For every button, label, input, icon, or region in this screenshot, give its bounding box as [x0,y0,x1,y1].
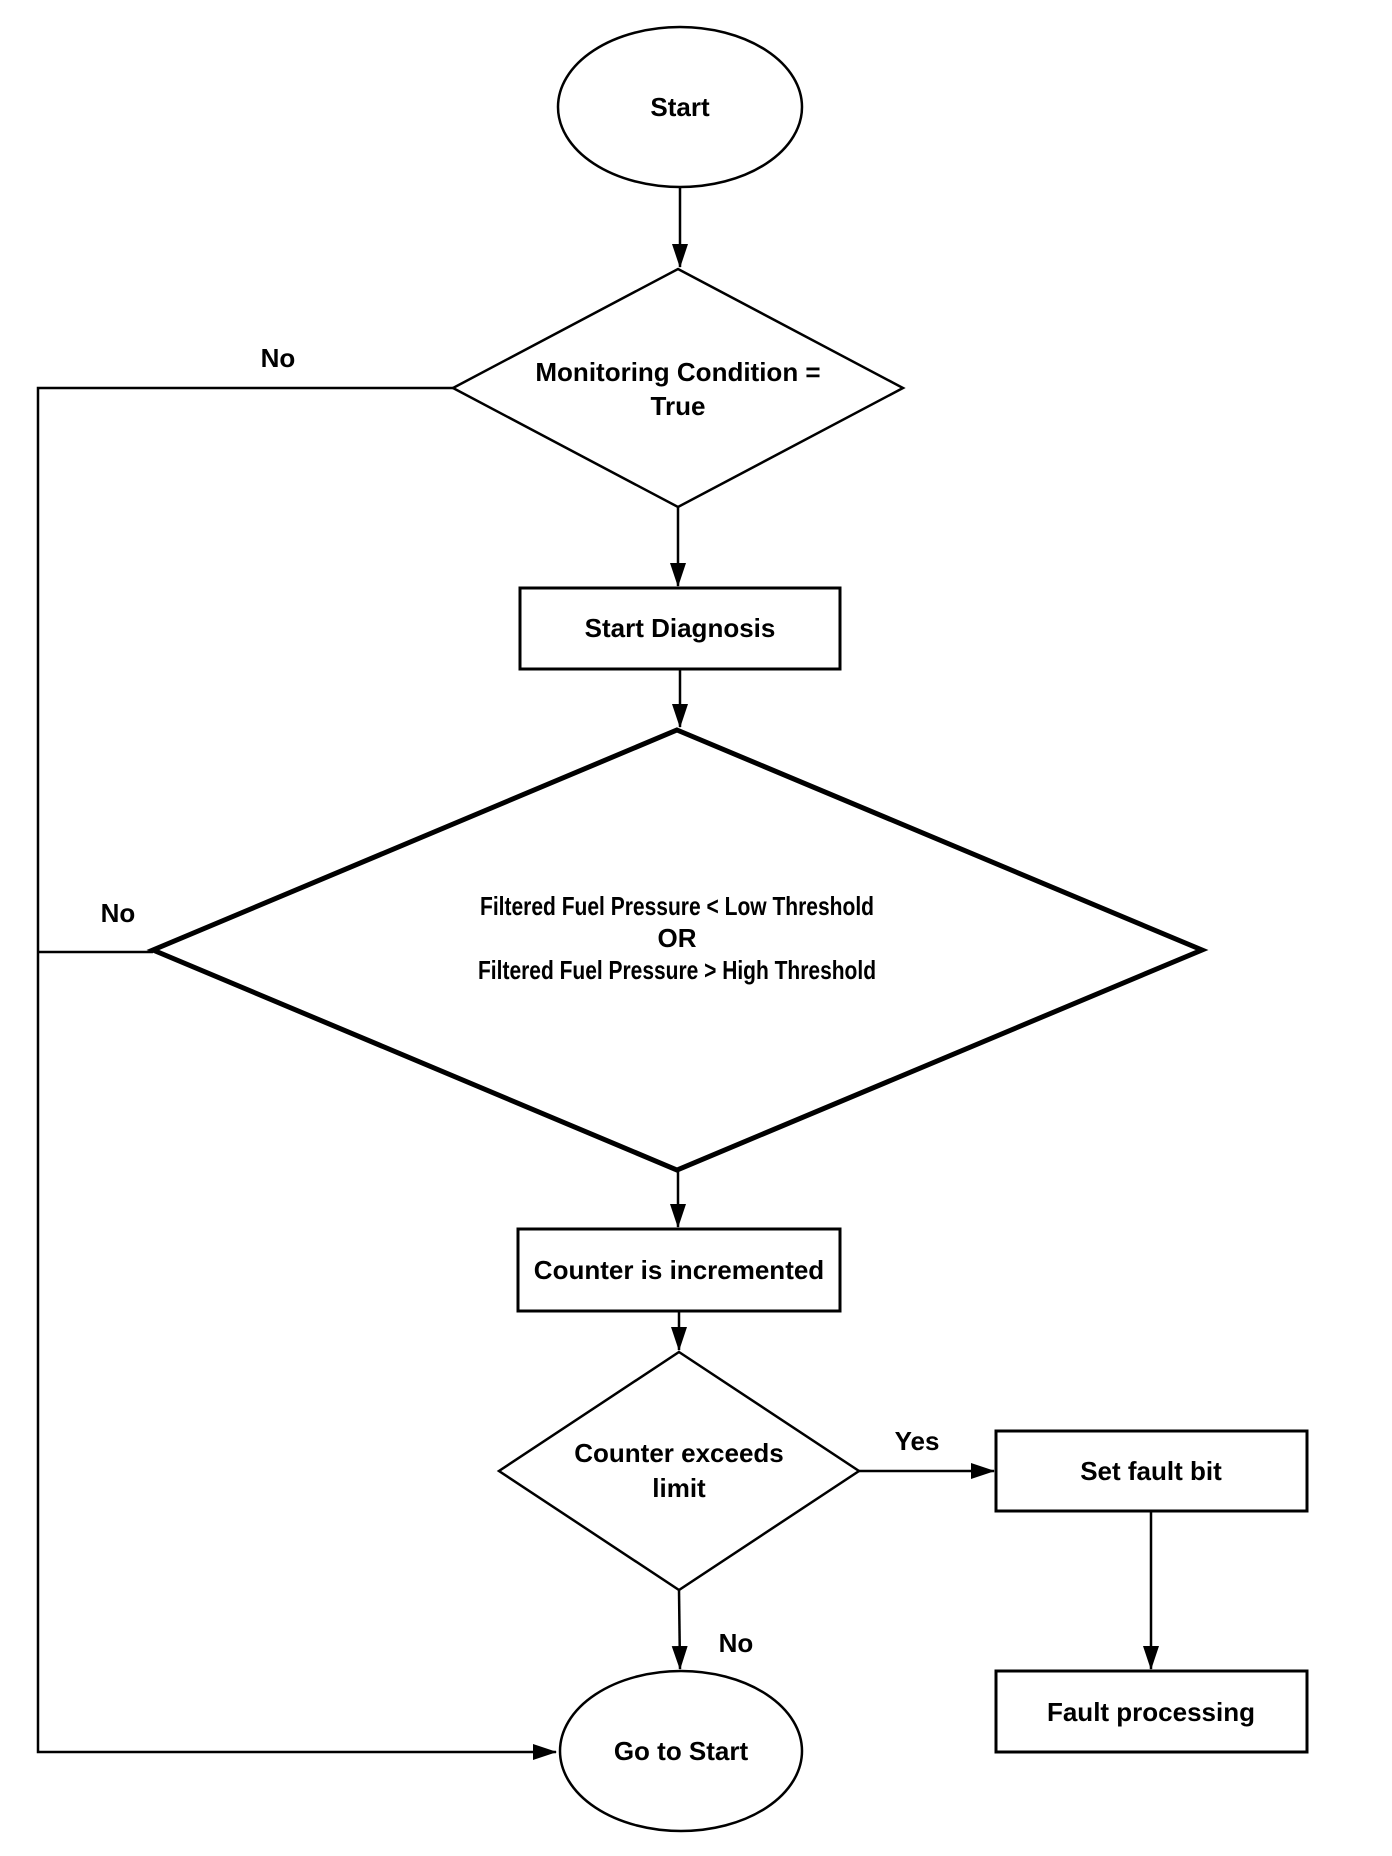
start-label: Start [650,92,710,122]
node-start-diagnosis: Start Diagnosis [518,586,842,671]
monitoring-label-line2: True [651,391,706,421]
edge-label-counter-yes: Yes [895,1426,940,1456]
node-counter-incremented: Counter is incremented [516,1227,842,1313]
fuel-pressure-label-line3: Filtered Fuel Pressure > High Threshold [478,955,876,985]
edge-label-fuel-no: No [101,898,136,928]
go-to-start-label: Go to Start [614,1736,749,1766]
fuel-pressure-label-line1: Filtered Fuel Pressure < Low Threshold [480,891,874,921]
connectors [36,187,1159,1760]
counter-incremented-label: Counter is incremented [534,1255,824,1285]
counter-exceeds-label-line1: Counter exceeds [574,1438,784,1468]
fuel-pressure-decision-shape [146,727,1209,1173]
node-go-to-start: Go to Start [558,1669,804,1833]
monitoring-label-line1: Monitoring Condition = [535,357,820,387]
counter-exceeds-decision-shape [496,1350,862,1592]
node-fuel-pressure-check: Filtered Fuel Pressure < Low Threshold O… [146,727,1209,1173]
start-diagnosis-process-shape [518,586,842,671]
counter-exceeds-label-line2: limit [652,1473,706,1503]
node-counter-exceeds-limit: Counter exceeds limit [496,1350,862,1592]
fault-processing-label: Fault processing [1047,1697,1255,1727]
start-terminator-shape [556,25,804,189]
node-fault-processing: Fault processing [994,1669,1309,1754]
go-to-start-terminator-shape [558,1669,804,1833]
node-set-fault-bit: Set fault bit [994,1429,1309,1513]
monitoring-decision-shape [450,267,906,509]
counter-incremented-process-shape [516,1227,842,1313]
node-monitoring-condition: Monitoring Condition = True [450,267,906,509]
edge-label-monitoring-no: No [261,343,296,373]
set-fault-bit-process-shape [994,1429,1309,1513]
fault-processing-process-shape [994,1669,1309,1754]
edge-no-return-to-go-to-start [36,386,557,1760]
edge-labels: No No Yes No [101,343,940,1658]
start-diagnosis-label: Start Diagnosis [585,613,776,643]
set-fault-bit-label: Set fault bit [1080,1456,1222,1486]
edge-label-counter-no: No [719,1628,754,1658]
fuel-pressure-label-line2: OR [658,923,697,953]
edge-exceeds-no-to-go-to-start [671,1589,688,1670]
node-start: Start [556,25,804,189]
